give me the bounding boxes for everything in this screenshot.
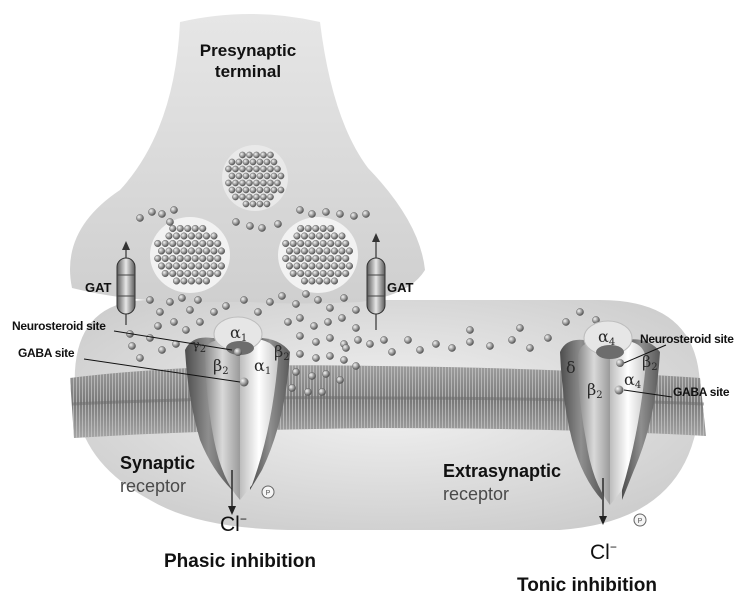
synaptic-subunit-alpha1-top: α1 xyxy=(230,323,247,344)
docked-vesicle-right xyxy=(278,217,358,293)
extrasynaptic-steroid-bound-icon xyxy=(616,359,624,367)
extrasynaptic-receptor-label: Extrasynaptic receptor xyxy=(443,460,561,506)
phosphate-extrasynaptic-icon: P xyxy=(634,514,646,526)
extrasynaptic-neurosteroid-label: Neurosteroid site xyxy=(640,332,734,346)
vesicle-icon xyxy=(222,145,288,211)
synaptic-subunit-beta2-right: β2 xyxy=(274,342,290,363)
synaptic-subunit-beta2-front: β2 xyxy=(213,356,229,377)
extrasynaptic-subunit-delta: δ xyxy=(566,358,576,379)
presynaptic-terminal-label: Presynaptic terminal xyxy=(193,40,303,82)
synaptic-chloride-label: Cl− xyxy=(220,512,247,537)
presynaptic-line2: terminal xyxy=(193,61,303,82)
synaptic-subunit-gamma2: γ2 xyxy=(192,338,206,355)
extrasynaptic-chloride-label: Cl− xyxy=(590,540,617,565)
gat-right-label: GAT xyxy=(387,280,413,295)
synaptic-name-line1: Synaptic xyxy=(120,452,195,475)
extrasynaptic-name-line1: Extrasynaptic xyxy=(443,460,561,483)
phasic-inhibition-label: Phasic inhibition xyxy=(164,551,316,573)
synaptic-neurosteroid-label: Neurosteroid site xyxy=(12,319,106,333)
gat-left-label: GAT xyxy=(85,280,111,295)
synaptic-steroid-bound-icon xyxy=(234,348,242,356)
extrasynaptic-subunit-beta2-right: β2 xyxy=(642,352,658,373)
svg-text:P: P xyxy=(638,518,643,525)
extrasynaptic-gaba-bound-icon xyxy=(615,386,624,395)
synaptic-name-line2: receptor xyxy=(120,475,195,498)
synaptic-gaba-bound-icon xyxy=(240,378,249,387)
extrasynaptic-subunit-alpha4-top: α4 xyxy=(598,327,615,348)
extrasynaptic-gaba-site-label: GABA site xyxy=(673,385,729,399)
synaptic-gaba-site-label: GABA site xyxy=(18,346,74,360)
svg-text:P: P xyxy=(266,490,271,497)
synaptic-subunit-alpha1-front: α1 xyxy=(254,356,271,377)
docked-vesicle-left xyxy=(150,217,230,293)
phosphate-icon: P xyxy=(262,486,274,498)
presynaptic-line1: Presynaptic xyxy=(193,40,303,61)
synaptic-receptor-label: Synaptic receptor xyxy=(120,452,195,498)
extrasynaptic-name-line2: receptor xyxy=(443,483,561,506)
tonic-inhibition-label: Tonic inhibition xyxy=(517,575,657,597)
extrasynaptic-subunit-beta2-front: β2 xyxy=(587,380,603,401)
extrasynaptic-subunit-alpha4-front: α4 xyxy=(624,370,641,391)
